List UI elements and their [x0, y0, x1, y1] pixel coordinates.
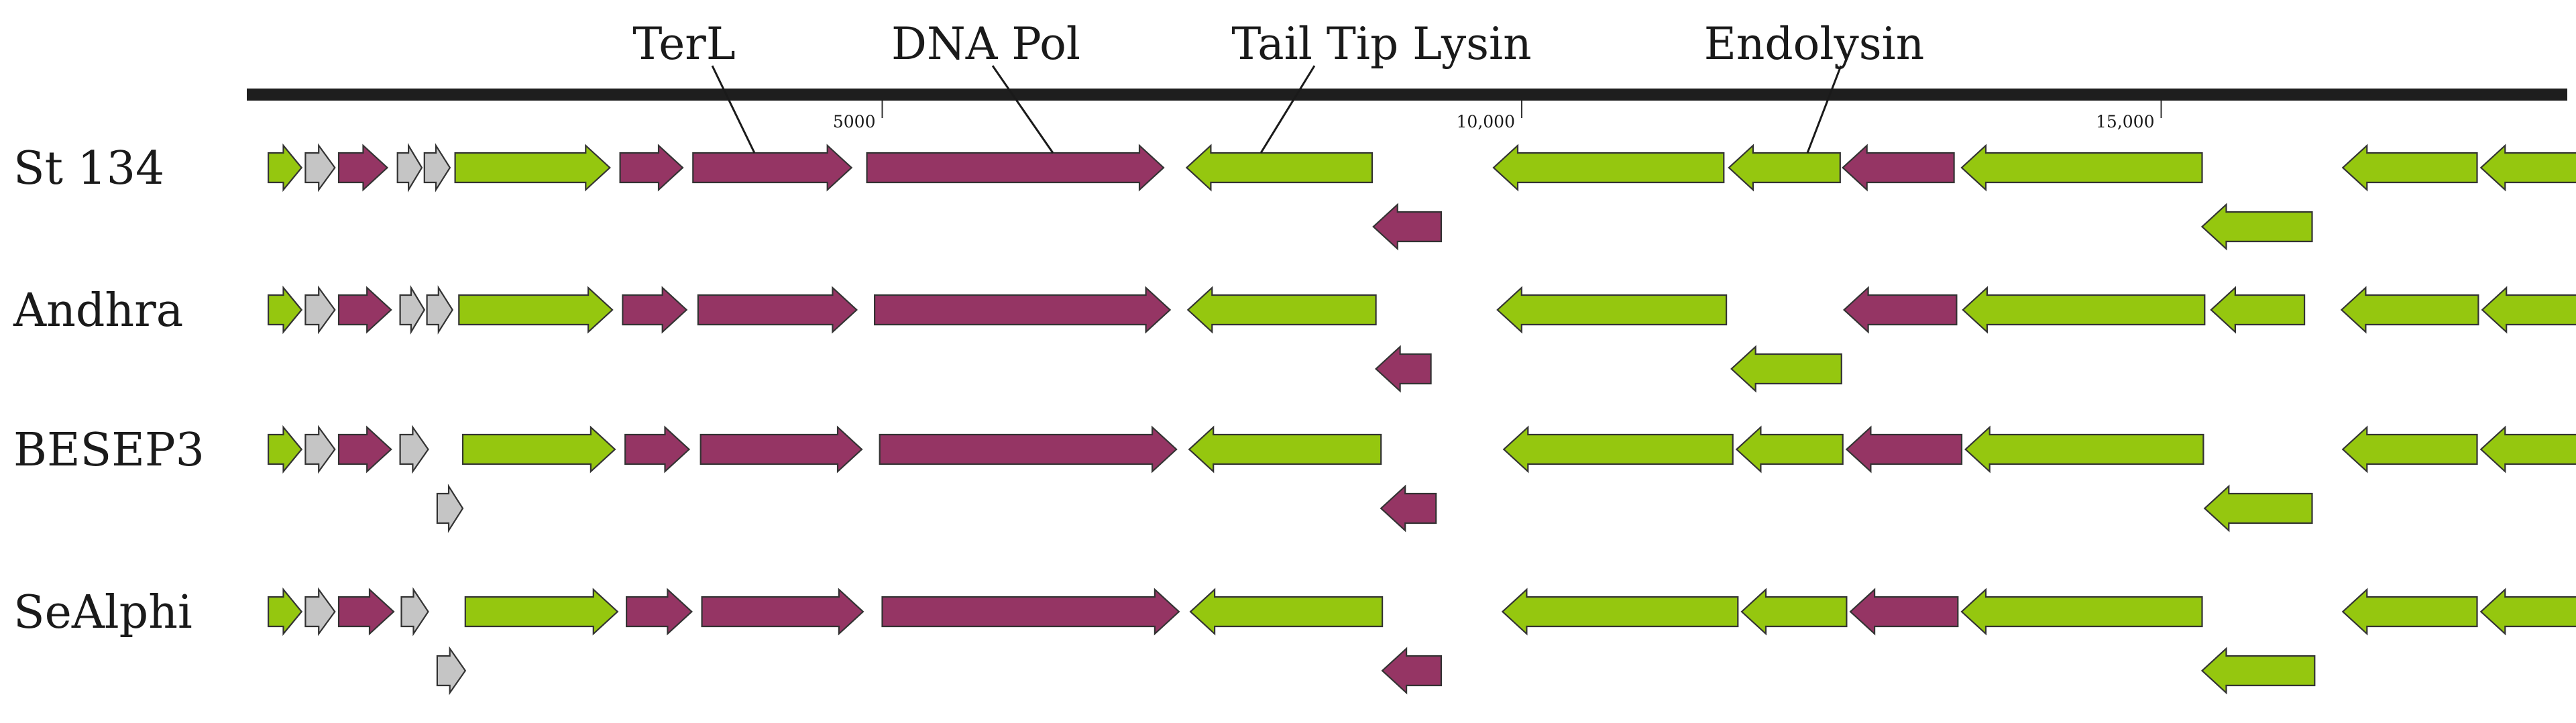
- green-gene-arrow: [1502, 425, 1734, 474]
- green-gene-arrow: [2200, 203, 2313, 251]
- grey-gene-arrow: [396, 143, 423, 192]
- green-gene-arrow: [268, 143, 303, 192]
- grey-gene-arrow: [399, 285, 426, 335]
- green-gene-arrow: [1186, 286, 1377, 334]
- gene-annotation-label: DNA Pol: [891, 18, 1080, 70]
- purple-gene-arrow: [619, 144, 684, 192]
- grey-gene-arrow: [304, 143, 336, 192]
- green-gene-arrow: [2341, 144, 2478, 192]
- purple-gene-arrow: [692, 144, 853, 192]
- green-gene-arrow: [1960, 588, 2203, 636]
- green-gene-arrow: [2340, 286, 2479, 334]
- green-gene-arrow: [1189, 588, 1384, 636]
- purple-gene-arrow: [1845, 425, 1963, 474]
- annotation-leader-line: [711, 65, 756, 154]
- genome-scale-bar: [247, 89, 2567, 101]
- purple-gene-arrow: [1374, 345, 1432, 393]
- purple-gene-arrow: [625, 588, 693, 636]
- purple-gene-arrow: [697, 286, 858, 334]
- grey-gene-arrow: [436, 646, 467, 696]
- green-gene-arrow: [1501, 588, 1739, 636]
- scale-tick-label: 15,000: [2096, 112, 2154, 131]
- grey-gene-arrow: [436, 484, 464, 533]
- genome-track: [268, 285, 2576, 393]
- genome-label: SeAlphi: [13, 586, 192, 639]
- purple-gene-arrow: [699, 425, 863, 474]
- purple-gene-arrow: [1380, 484, 1437, 533]
- purple-gene-arrow: [337, 588, 395, 636]
- green-gene-arrow: [1730, 345, 1842, 393]
- genome-label: BESEP3: [13, 424, 205, 477]
- genome-label: Andhra: [13, 284, 183, 337]
- purple-gene-arrow: [337, 286, 392, 334]
- purple-gene-arrow: [1842, 144, 1955, 192]
- green-gene-arrow: [1492, 144, 1725, 192]
- purple-gene-arrow: [337, 425, 392, 474]
- gene-annotations: TerL DNA Pol Tail Tip Lysin Endolysin: [632, 18, 1925, 154]
- green-gene-arrow: [1964, 425, 2204, 474]
- annotation-leader-line: [1806, 65, 1842, 154]
- genome-label: St 134: [13, 142, 164, 195]
- gene-annotation-label: TerL: [632, 18, 735, 70]
- green-gene-arrow: [268, 285, 303, 335]
- green-gene-arrow: [2341, 588, 2478, 636]
- scale-tick-label: 5000: [833, 112, 876, 131]
- green-gene-arrow: [2341, 425, 2478, 474]
- purple-gene-arrow: [622, 286, 688, 334]
- purple-gene-arrow: [1849, 588, 1959, 636]
- scale-ticks: 5000 10,000 15,000: [833, 101, 2162, 131]
- gene-annotation-label: Tail Tip Lysin: [1231, 18, 1531, 70]
- purple-gene-arrow: [1381, 647, 1442, 695]
- green-gene-arrow: [2210, 286, 2306, 334]
- green-gene-arrow: [458, 286, 614, 334]
- green-gene-arrow: [268, 425, 303, 474]
- green-gene-arrow: [1740, 588, 1848, 636]
- green-gene-arrow: [454, 144, 611, 192]
- green-gene-arrow: [464, 588, 619, 636]
- purple-gene-arrow: [624, 425, 691, 474]
- purple-gene-arrow: [866, 144, 1165, 192]
- purple-gene-arrow: [873, 286, 1172, 334]
- green-gene-arrow: [1728, 144, 1841, 192]
- grey-gene-arrow: [423, 143, 451, 192]
- green-gene-arrow: [1962, 286, 2206, 334]
- green-gene-arrow: [461, 425, 616, 474]
- purple-gene-arrow: [701, 588, 864, 636]
- genome-track: [268, 143, 2576, 251]
- green-gene-arrow: [1496, 286, 1728, 334]
- green-gene-arrow: [2479, 144, 2576, 192]
- green-gene-arrow: [2200, 647, 2316, 695]
- purple-gene-arrow: [1842, 286, 1958, 334]
- grey-gene-arrow: [400, 587, 429, 636]
- gene-tracks: [268, 143, 2576, 696]
- green-gene-arrow: [2203, 484, 2313, 533]
- green-gene-arrow: [1960, 144, 2203, 192]
- grey-gene-arrow: [399, 425, 429, 474]
- gene-annotation-label: Endolysin: [1704, 18, 1925, 70]
- purple-gene-arrow: [881, 588, 1180, 636]
- purple-gene-arrow: [1372, 203, 1442, 251]
- annotation-leader-line: [991, 65, 1054, 154]
- green-gene-arrow: [2479, 588, 2576, 636]
- genome-track: [268, 587, 2576, 696]
- purple-gene-arrow: [879, 425, 1178, 474]
- purple-gene-arrow: [337, 144, 389, 192]
- green-gene-arrow: [1735, 425, 1844, 474]
- grey-gene-arrow: [426, 285, 454, 335]
- green-gene-arrow: [1188, 425, 1382, 474]
- green-gene-arrow: [1185, 144, 1374, 192]
- genome-track: [268, 425, 2576, 533]
- annotation-leader-line: [1259, 65, 1316, 154]
- grey-gene-arrow: [304, 425, 336, 474]
- green-gene-arrow: [268, 587, 303, 636]
- green-gene-arrow: [2479, 425, 2576, 474]
- grey-gene-arrow: [304, 285, 336, 335]
- green-gene-arrow: [2481, 286, 2576, 334]
- scale-tick-label: 10,000: [1457, 112, 1515, 131]
- grey-gene-arrow: [304, 587, 336, 636]
